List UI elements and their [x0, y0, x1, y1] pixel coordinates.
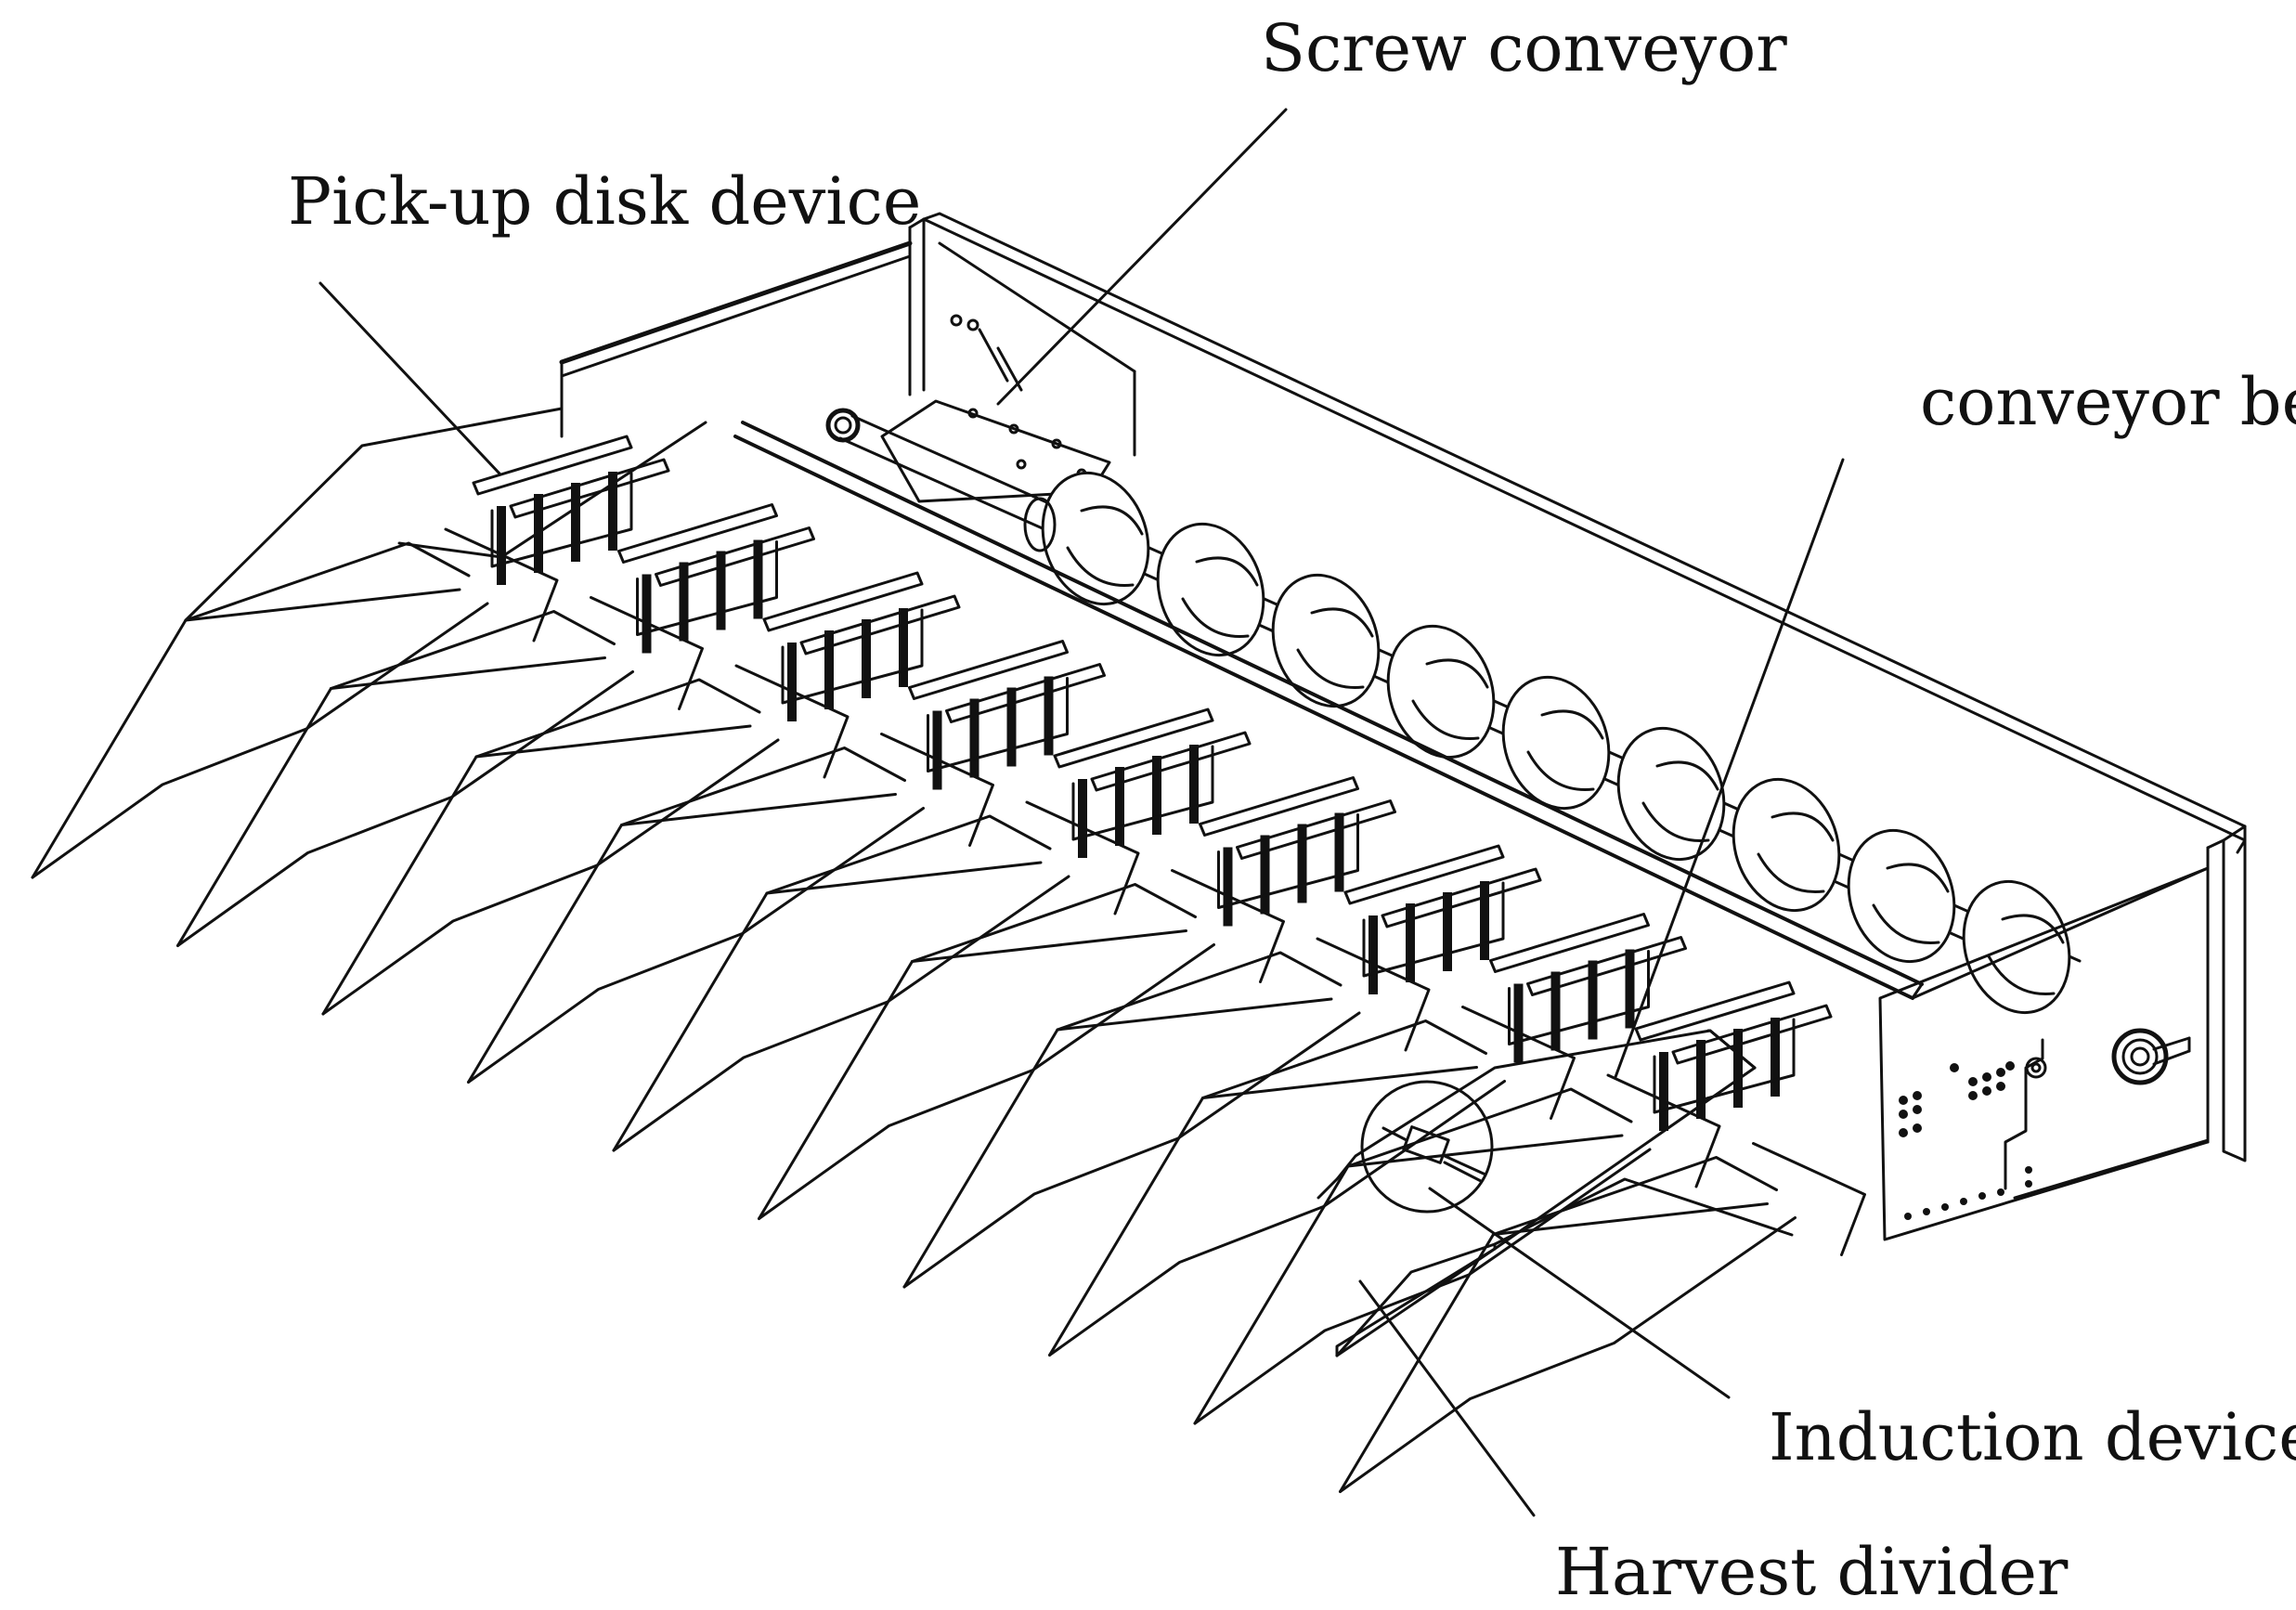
row-divider [176, 596, 704, 947]
pickup-disk-unit [908, 640, 1106, 790]
row-divider [321, 664, 850, 1016]
leader-harvest-divider [1358, 1279, 1536, 1517]
label-screw-conveyor: Screw conveyor [1261, 10, 1787, 86]
auger-flight [1501, 675, 1611, 811]
pickup-disk-unit [472, 435, 670, 585]
pickup-disk-unit [1489, 913, 1687, 1063]
leader-lines [318, 108, 1845, 1517]
auger-flight [1732, 777, 1841, 913]
side-plate [1878, 866, 2210, 1241]
leader-induction-device [1428, 1187, 1731, 1399]
row-divider [1339, 1142, 1866, 1493]
row-divider [467, 733, 994, 1084]
row-divider [1048, 1006, 1576, 1357]
pickup-disk-unit [617, 503, 815, 654]
row-divider [31, 527, 559, 879]
induction-device [1360, 1080, 1494, 1214]
label-conveyor-belt: conveyor belt [1920, 364, 2296, 440]
leader-screw-conveyor [996, 108, 1288, 406]
row-divider [758, 869, 1285, 1220]
auger-collar [1023, 497, 1057, 552]
auger-flight [1386, 624, 1496, 760]
row-divider [1193, 1073, 1721, 1425]
pickup-disk-unit [1053, 708, 1252, 858]
harvest-divider-large [1317, 1029, 1794, 1357]
pickup-disk-unit [1343, 844, 1542, 994]
row-divider [612, 800, 1140, 1152]
auger-flight [1156, 522, 1265, 657]
auger-flight [1616, 726, 1726, 862]
label-pickup-disk-device: Pick-up disk device [288, 163, 922, 240]
row-dividers [31, 407, 1866, 1493]
auger-flight [1041, 471, 1150, 606]
auger-flight [1271, 573, 1381, 708]
auger [838, 414, 2082, 1015]
conveyor-rail [733, 421, 2210, 1000]
pickup-disk-unit [762, 571, 961, 721]
pickup-disk-unit [1199, 776, 1396, 927]
pickup-disk-unit [1634, 980, 1833, 1131]
leader-conveyor-belt [1614, 458, 1845, 1079]
left-side-panel [184, 407, 564, 622]
row-divider [902, 937, 1431, 1289]
label-harvest-divider: Harvest divider [1555, 1534, 2069, 1610]
left-floor-edge [397, 421, 707, 559]
auger-flight [1962, 879, 2071, 1015]
leader-pickup-disk [318, 281, 501, 475]
label-induction-device: Induction device [1769, 1399, 2296, 1475]
pickup-units [472, 435, 1833, 1131]
auger-flight [1847, 828, 1956, 964]
